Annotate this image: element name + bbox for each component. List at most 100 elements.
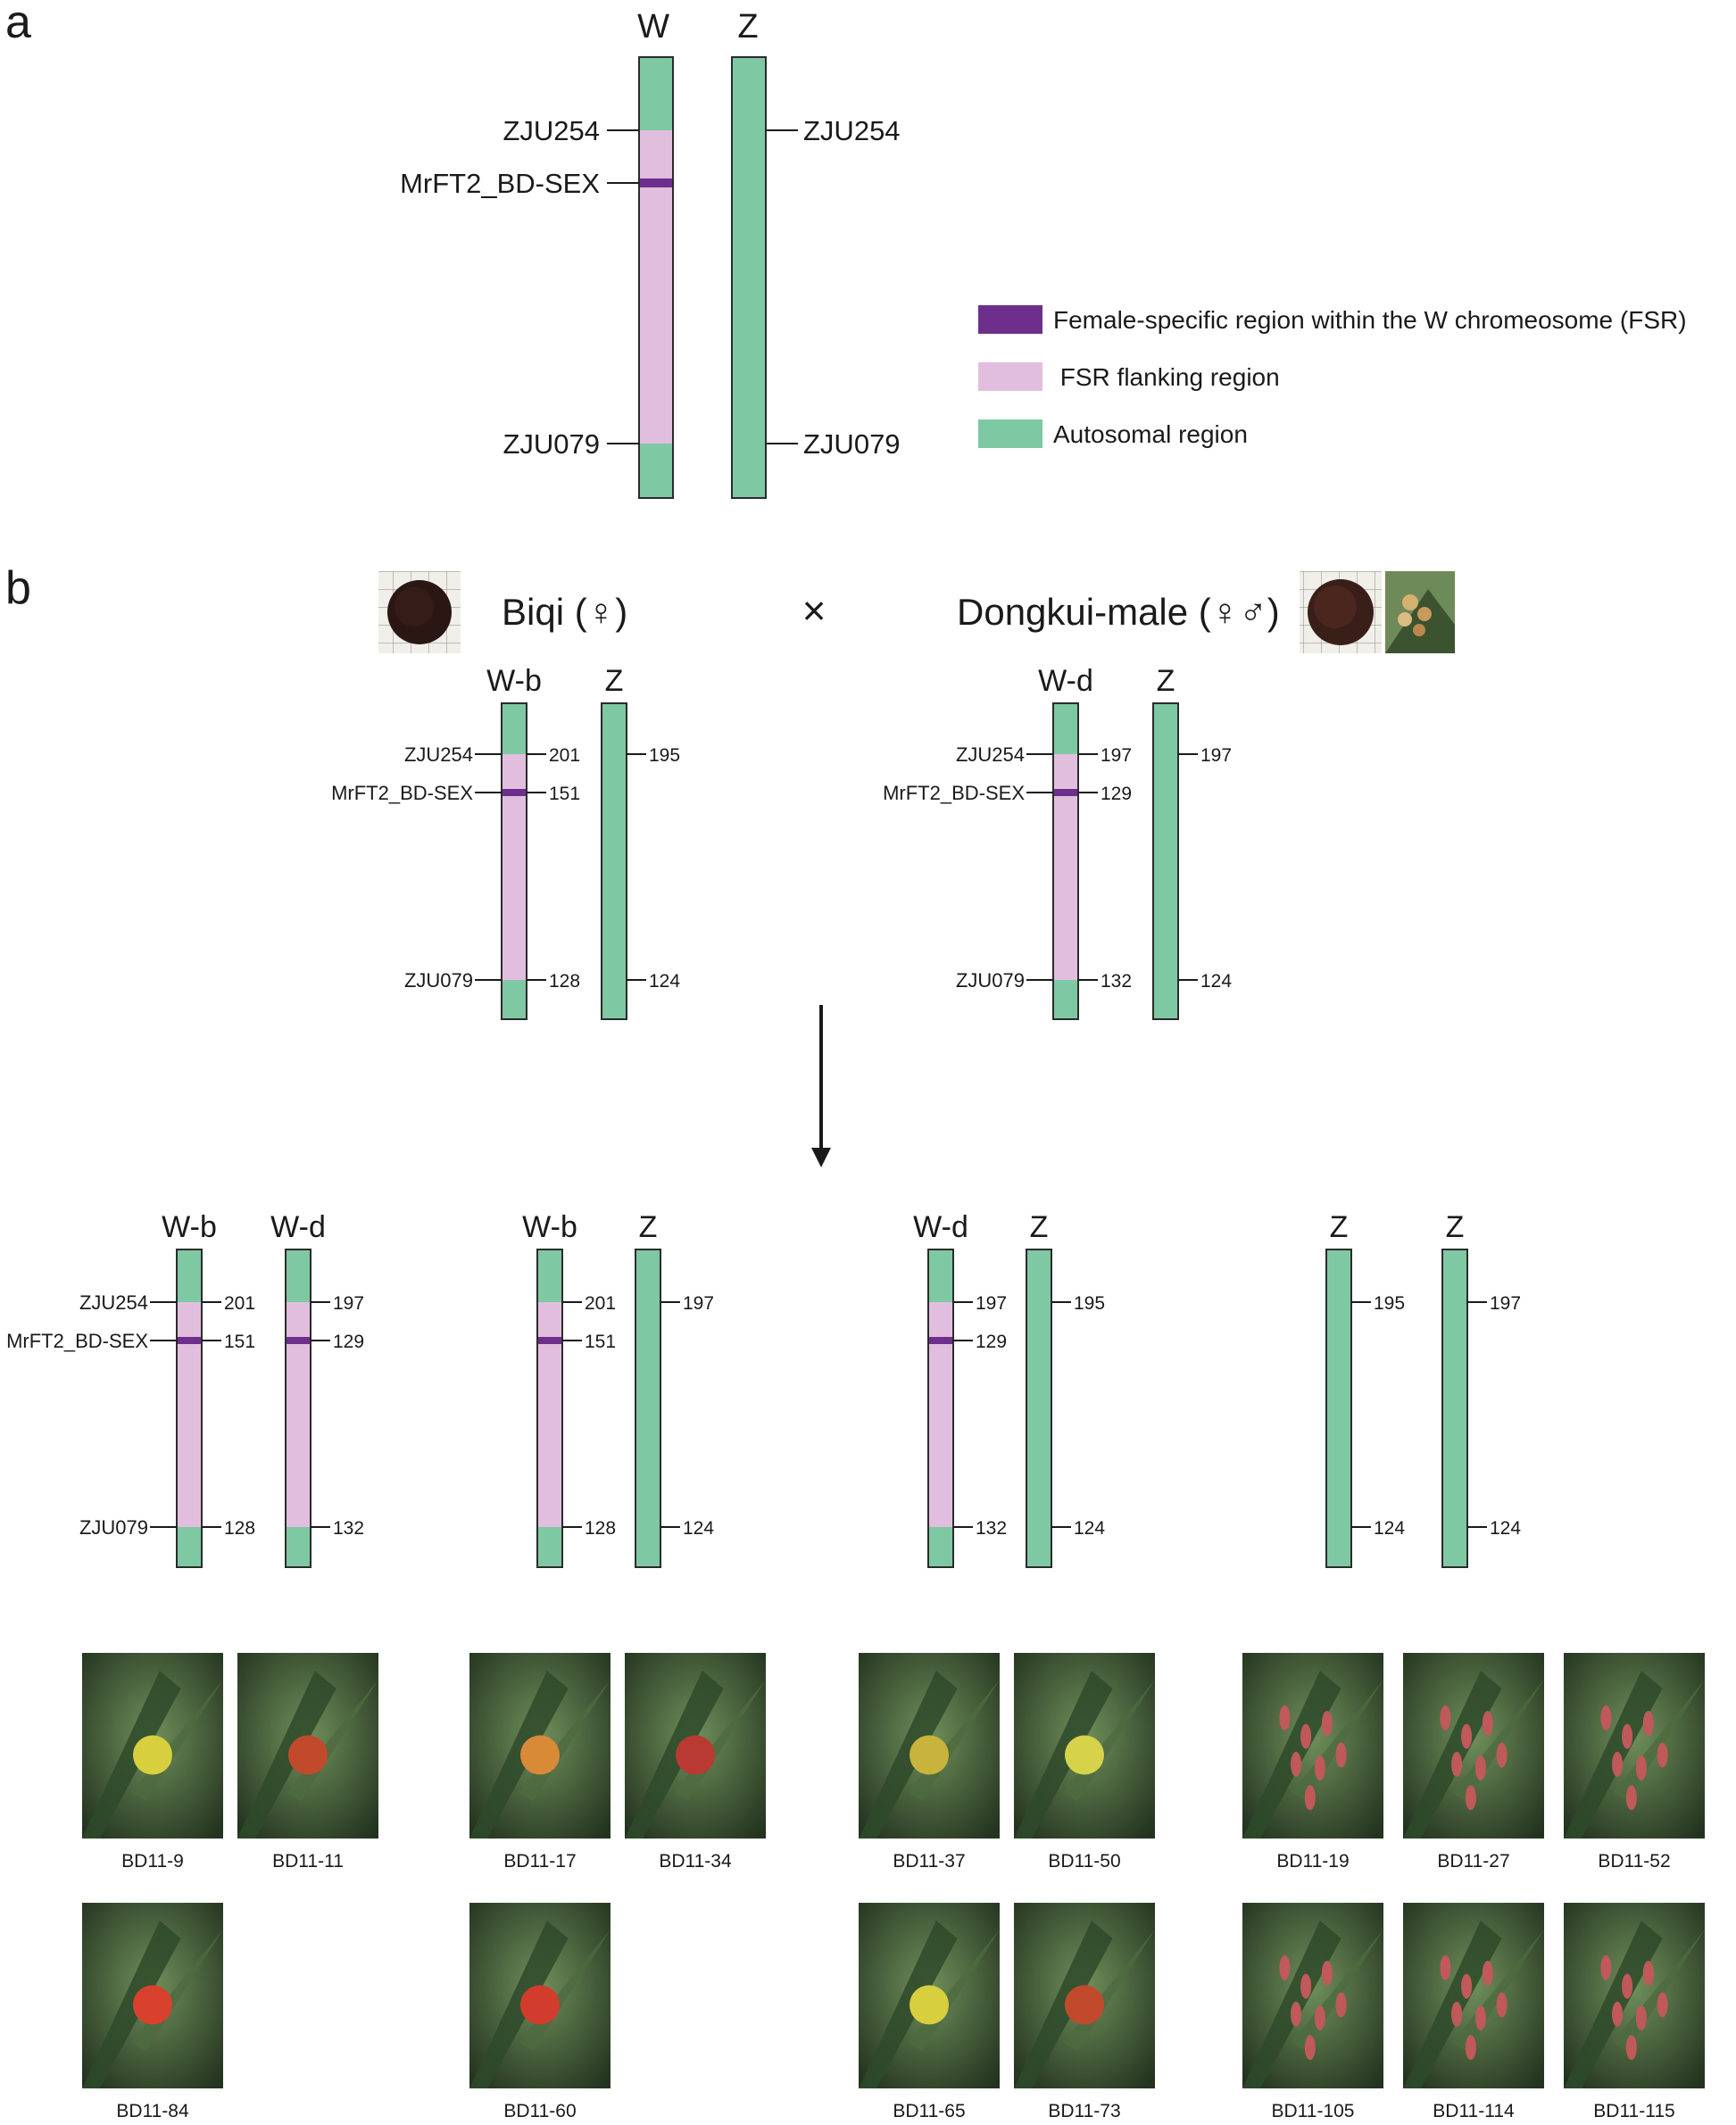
offspring-3-chr-2-zju254-value: 195 [1074, 1293, 1105, 1314]
w-fsr-flanking [639, 130, 673, 444]
flower-spike-icon [1622, 1973, 1633, 1999]
offspring-1-chr-2-outline [285, 1249, 311, 1568]
parent-dongkui-title: Dongkui-male (♀♂) [957, 591, 1280, 633]
parent-2-z-chromosome: Z 197 124 [1152, 664, 1232, 1020]
offspring-3-chr-1-zju254-value: 197 [976, 1293, 1007, 1314]
dongkui-fruit-photo [1300, 571, 1382, 653]
offspring-3-chr-1-outline [927, 1249, 954, 1568]
flower-spike-icon [1496, 1742, 1508, 1768]
offspring-3-chr-1-name: W-d [913, 1210, 968, 1244]
photo-bd11-19: BD11-19 [1242, 1653, 1383, 1872]
photo-caption: BD11-19 [1276, 1851, 1349, 1872]
flower-spike-icon [1600, 1705, 1612, 1731]
flower-spike-icon [1474, 1755, 1486, 1781]
offspring-2-chr-1-zju079-value: 128 [585, 1518, 616, 1539]
flower-spike-icon [1304, 1785, 1316, 1811]
flower-spike-icon [1600, 1955, 1612, 1980]
offspring-4-chr-2-zju079-value: 124 [1490, 1518, 1521, 1539]
marker-zju079-label: ZJU079 [503, 428, 600, 460]
flower-spike-icon [1300, 1973, 1312, 1999]
flower-spike-icon [1321, 1711, 1333, 1737]
parent-2-w-d-zju254-label: ZJU254 [956, 743, 1025, 766]
parent-2-z-zju254-value: 197 [1200, 745, 1232, 766]
legend: Female-specific region within the W chro… [978, 305, 1687, 448]
offspring-1-chr-2-mrft2-value: 129 [333, 1332, 364, 1352]
flower-spike-icon [1451, 1751, 1463, 1777]
parent-2-w-d-autosomal-bottom [1053, 980, 1078, 1019]
offspring-1-chr-2-name: W-d [270, 1210, 326, 1244]
offspring-1-chr-1-zju254-value: 201 [224, 1293, 255, 1314]
parent-1-z-zju079-value: 124 [649, 971, 680, 992]
flower-spike-icon [1625, 1785, 1637, 1811]
flower-spike-icon [1314, 2005, 1325, 2030]
offspring-2-chr-2-body [635, 1249, 661, 1568]
photo-bd11-9: BD11-9 [82, 1653, 223, 1872]
parent-chromosomes: W-b201ZJU254151MrFT2_BD-SEX128ZJU079Z195… [331, 664, 1232, 1020]
fruit-icon [133, 1985, 172, 2025]
parent-1-w-b-zju079-value: 128 [549, 971, 580, 992]
flower-spike-icon [1461, 1973, 1473, 1999]
offspring-3-chr-1-flanking [928, 1302, 953, 1527]
photo-bd11-73: BD11-73 [1014, 1903, 1155, 2121]
photo-bd11-50: BD11-50 [1014, 1653, 1155, 1872]
flower-spike-icon [1482, 1711, 1493, 1737]
offspring-3-chr-1-zju079-value: 132 [976, 1518, 1007, 1539]
parent-1-w-b-mrft2-value: 151 [549, 784, 580, 804]
parent-1-w-b-zju254-label: ZJU254 [404, 743, 473, 766]
z-chromosome [731, 56, 767, 499]
parent-2-z-zju079-value: 124 [1200, 971, 1232, 992]
offspring-1-chr-2-flanking [286, 1302, 311, 1527]
z-marker-zju254-label: ZJU254 [803, 115, 901, 146]
photo-caption: BD11-52 [1598, 1851, 1670, 1872]
offspring-3-chr-2-zju079-value: 124 [1074, 1518, 1105, 1539]
photo-bd11-34: BD11-34 [625, 1653, 766, 1872]
parent-1-w-b-flanking [502, 754, 527, 980]
legend-swatch-fsr [978, 305, 1042, 334]
photo-bd11-17: BD11-17 [469, 1653, 611, 1872]
leaf-shape [859, 1921, 958, 2088]
flower-spike-icon [1657, 1742, 1668, 1768]
leaf-shape [1564, 1671, 1663, 1839]
legend-swatch-flanking [978, 362, 1042, 391]
leaf-shape [1014, 1921, 1113, 2088]
cross-symbol: × [802, 587, 826, 634]
photo-bd11-115: BD11-115 [1564, 1903, 1705, 2121]
z-marker-zju079-label: ZJU079 [803, 428, 901, 460]
flower-spike-icon [1451, 2001, 1463, 2027]
leaf-shape [469, 1671, 569, 1839]
parent-1-w-b-autosomal-top [502, 703, 527, 754]
leaf-shape [1292, 1930, 1383, 2052]
parent-2-w-d-mrft2-value: 129 [1101, 784, 1132, 804]
flower-spike-icon [1657, 1992, 1668, 2018]
photo-bd11-27: BD11-27 [1403, 1653, 1544, 1872]
offspring-3-chr-1-autosomal-bottom [928, 1527, 953, 1567]
parent-1-w-b-outline [501, 702, 527, 1020]
flower-spike-icon [1622, 1723, 1633, 1749]
flower-spike-icon [1440, 1955, 1451, 1980]
legend-flanking-label: FSR flanking region [1053, 363, 1280, 391]
leaf-shape [1452, 1930, 1544, 2052]
z-body [731, 56, 767, 499]
parent-2-z-name: Z [1157, 664, 1175, 698]
fruit-icon [676, 1735, 715, 1775]
photo-caption: BD11-27 [1437, 1851, 1509, 1872]
offspring-1-chr-1-name: W-b [162, 1210, 217, 1244]
photo-caption: BD11-105 [1271, 2101, 1354, 2121]
parent-1-w-b-mrft2-label: MrFT2_BD-SEX [331, 782, 473, 804]
parent-1-w-b-name: W-b [486, 664, 542, 698]
offspring-3-chr-2-body [1026, 1249, 1052, 1568]
offspring-2-chr-1-autosomal-top [537, 1249, 562, 1302]
offspring-4-chr-1-zju254-value: 195 [1374, 1293, 1405, 1314]
offspring-2-chr-2-zju079-value: 124 [683, 1518, 714, 1539]
photo-bd11-84: BD11-84 [82, 1903, 223, 2121]
offspring-1-chr-2-zju254-value: 197 [333, 1293, 364, 1314]
leaf-shape [1014, 1671, 1113, 1839]
flower-spike-icon [1314, 1755, 1325, 1781]
leaf-shape [625, 1671, 724, 1839]
offspring-3-chr-1-fsr-band [928, 1337, 953, 1344]
leaf-shape [82, 1671, 181, 1839]
